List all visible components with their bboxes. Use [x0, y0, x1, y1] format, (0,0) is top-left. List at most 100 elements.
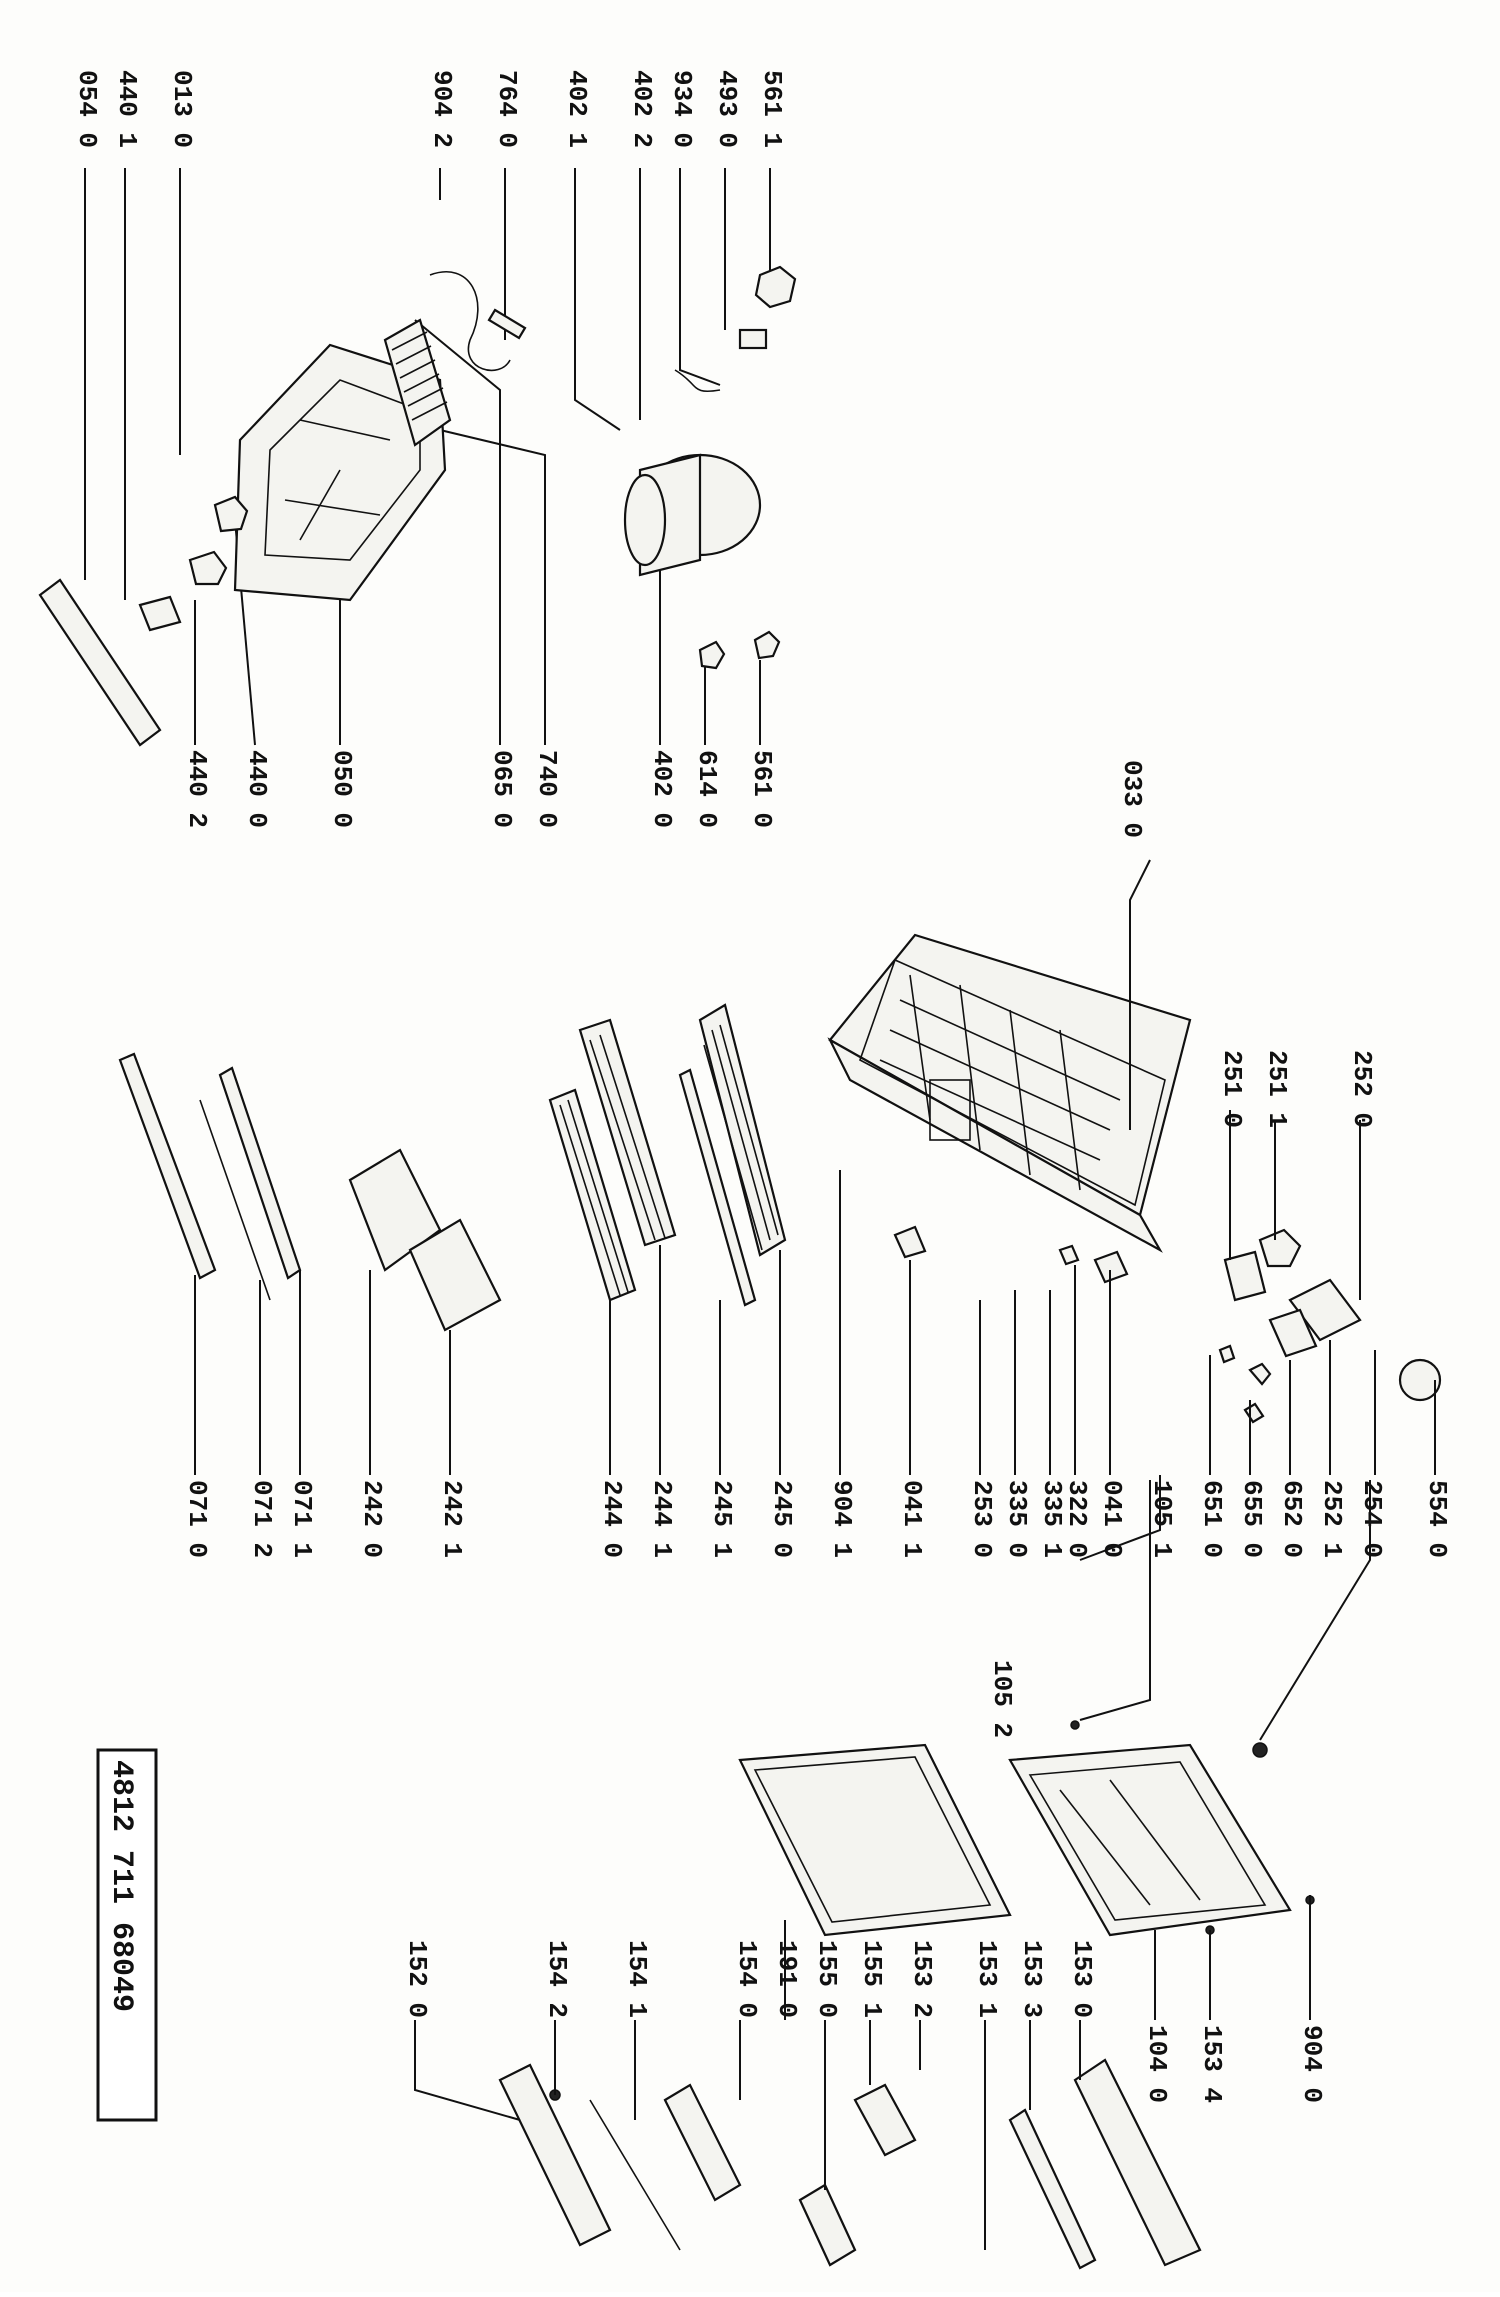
document-code-box: 4812 711 68049 [96, 1748, 158, 2122]
part-251-1 [1258, 1228, 1302, 1268]
label-013-0: 013 0 [167, 70, 197, 148]
egg-tray-155-1 [853, 2083, 917, 2157]
compressor-group [38, 168, 797, 747]
label-402-1: 402 1 [562, 70, 592, 148]
rail-054-0 [38, 578, 162, 747]
label-764-0: 764 0 [492, 70, 522, 148]
rail-071-2 [199, 1099, 271, 1301]
label-652-0: 652 0 [1277, 1480, 1307, 1558]
tubing [429, 271, 511, 372]
rail-071-1 [218, 1066, 302, 1280]
label-155-0: 155 0 [812, 1940, 842, 2018]
label-904-0: 904 0 [1297, 2025, 1327, 2103]
label-335-0: 335 0 [1002, 1480, 1032, 1558]
cabinet [827, 933, 1192, 1253]
door-104-0 [1008, 1743, 1292, 1937]
part-764-0 [487, 308, 527, 340]
condenser-coil [383, 318, 452, 447]
label-065-0: 065 0 [487, 750, 517, 828]
label-440-0: 440 0 [242, 750, 272, 828]
bottle-shelf-152-0 [498, 2063, 612, 2247]
cabinet-group [118, 859, 1442, 1561]
label-904-2: 904 2 [427, 70, 457, 148]
label-614-0: 614 0 [692, 750, 722, 828]
part-041-1 [893, 1225, 927, 1259]
part-251-0 [1223, 1250, 1267, 1302]
label-244-0: 244 0 [597, 1480, 627, 1558]
label-153-0: 153 0 [1067, 1940, 1097, 2018]
part-655-0 [1243, 1402, 1265, 1424]
label-071-0: 071 0 [182, 1480, 212, 1558]
label-561-1: 561 1 [757, 70, 787, 148]
drawer-242-1 [408, 1218, 502, 1332]
label-244-1: 244 1 [647, 1480, 677, 1558]
label-253-0: 253 0 [967, 1480, 997, 1558]
label-934-0: 934 0 [667, 70, 697, 148]
label-242-0: 242 0 [357, 1480, 387, 1558]
part-554-0 [1398, 1358, 1442, 1402]
label-154-1: 154 1 [622, 1940, 652, 2018]
label-904-1: 904 1 [827, 1480, 857, 1558]
label-245-0: 245 0 [767, 1480, 797, 1558]
door-shelf-153-0 [1073, 2058, 1202, 2267]
label-104-0: 104 0 [1142, 2025, 1172, 2103]
label-245-1: 245 1 [707, 1480, 737, 1558]
part-105-1 [1070, 1720, 1080, 1730]
pipe-934-0 [674, 369, 721, 393]
label-153-1: 153 1 [972, 1940, 1002, 2018]
label-252-1: 252 1 [1317, 1480, 1347, 1558]
label-252-0: 252 0 [1347, 1050, 1377, 1128]
label-071-1: 071 1 [287, 1480, 317, 1558]
base-tray [233, 343, 447, 602]
label-402-0: 402 0 [647, 750, 677, 828]
label-041-0: 041 0 [1097, 1480, 1127, 1558]
part-440-1-module [188, 550, 228, 586]
rail-071-0 [118, 1052, 217, 1280]
door-group [414, 1480, 1371, 2270]
label-554-0: 554 0 [1422, 1480, 1452, 1558]
label-251-1: 251 1 [1262, 1050, 1292, 1128]
label-152-0: 152 0 [402, 1940, 432, 2018]
label-251-0: 251 0 [1217, 1050, 1247, 1128]
label-153-2: 153 2 [907, 1940, 937, 2018]
label-155-1: 155 1 [857, 1940, 887, 2018]
gasket-191-0 [738, 1743, 1012, 1937]
shelf-245-1 [678, 1068, 757, 1307]
label-655-0: 655 0 [1237, 1480, 1267, 1558]
shelf-244-1 [578, 1018, 677, 1247]
part-252-0 [1288, 1278, 1362, 1342]
part-561-0 [753, 630, 781, 660]
label-041-1: 041 1 [897, 1480, 927, 1558]
part-614-0 [698, 640, 726, 670]
part-651-0 [1218, 1344, 1236, 1364]
label-254-0: 254 0 [1357, 1480, 1387, 1558]
part-440-0 [213, 495, 249, 533]
drawer-242-0 [348, 1148, 442, 1272]
bracket-440-1 [138, 595, 182, 632]
label-493-0: 493 0 [712, 70, 742, 148]
label-740-0: 740 0 [532, 750, 562, 828]
part-041-0 [1093, 1250, 1129, 1284]
label-561-0: 561 0 [747, 750, 777, 828]
label-071-2: 071 2 [247, 1480, 277, 1558]
label-153-4: 153 4 [1197, 2025, 1227, 2103]
part-322-0 [1058, 1244, 1080, 1266]
bar-154-0 [663, 2083, 742, 2202]
label-402-2: 402 2 [627, 70, 657, 148]
label-050-0: 050 0 [327, 750, 357, 828]
screw-254-0 [1252, 1742, 1268, 1758]
compressor [623, 453, 762, 577]
label-154-0: 154 0 [732, 1940, 762, 2018]
label-440-1: 440 1 [112, 70, 142, 148]
label-033-0: 033 0 [1117, 760, 1147, 838]
label-335-1: 335 1 [1037, 1480, 1067, 1558]
shelf-245-0 [698, 1003, 787, 1257]
label-191-0: 191 0 [772, 1940, 802, 2018]
part-155-0 [798, 2183, 857, 2267]
shelf-244-0 [548, 1088, 637, 1302]
label-322-0: 322 0 [1062, 1480, 1092, 1558]
label-105-1: 105 1 [1147, 1480, 1177, 1558]
label-105-2: 105 2 [987, 1660, 1017, 1738]
